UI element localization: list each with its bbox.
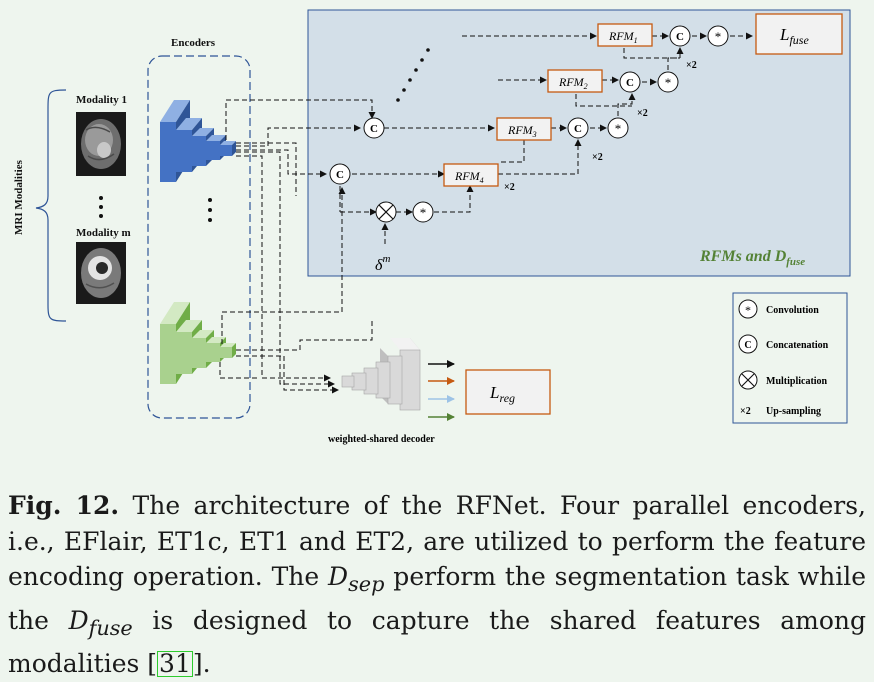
rfm-3-box: RFM3 bbox=[496, 117, 552, 141]
l-fuse-box: Lfuse bbox=[755, 13, 843, 55]
svg-text:*: * bbox=[420, 205, 427, 220]
svg-text:Multiplication: Multiplication bbox=[766, 376, 828, 387]
ref-open: [ bbox=[147, 649, 158, 678]
mri-modalities-label: MRI Modalities bbox=[13, 159, 25, 235]
modality-m-image bbox=[76, 242, 126, 304]
legend-concatenation: C Concatenation bbox=[738, 334, 829, 354]
delta-m-label: δm bbox=[375, 253, 390, 274]
citation-link[interactable]: 31 bbox=[157, 649, 193, 678]
caption-text-3: is designed to capture the shared featur… bbox=[8, 605, 867, 679]
svg-text:Lreg: Lreg bbox=[489, 383, 515, 405]
svg-text:Lfuse: Lfuse bbox=[779, 25, 809, 47]
svg-text:Up-sampling: Up-sampling bbox=[766, 406, 821, 417]
legend-upsampling: ×2 Up-sampling bbox=[740, 406, 821, 417]
multiplication-node bbox=[375, 201, 397, 223]
ref-close: ]. bbox=[192, 649, 211, 678]
legend: * Convolution C Concatenation Multiplica… bbox=[732, 292, 848, 424]
d-sep-main: D bbox=[328, 562, 349, 591]
figure-caption: Fig. 12. The architecture of the RFNet. … bbox=[8, 488, 866, 682]
svg-text:RFM2: RFM2 bbox=[558, 75, 588, 91]
svg-text:C: C bbox=[336, 169, 344, 181]
svg-text:C: C bbox=[676, 31, 684, 43]
decoder-label: weighted-shared decoder bbox=[328, 434, 435, 445]
concat-node-c: C bbox=[567, 117, 589, 139]
svg-text:C: C bbox=[744, 340, 751, 351]
conv-node-c: * bbox=[657, 71, 679, 93]
l-reg-box: Lreg bbox=[465, 369, 551, 415]
upsample-mark-4: ×2 bbox=[504, 182, 515, 193]
legend-multiplication: Multiplication bbox=[738, 370, 828, 390]
rfm-4-box: RFM4 bbox=[443, 163, 499, 187]
d-sep-sub: sep bbox=[348, 572, 385, 596]
diagonal-ellipsis bbox=[396, 48, 430, 102]
concat-node-e: C bbox=[669, 25, 691, 47]
svg-text:C: C bbox=[574, 123, 582, 135]
svg-text:Concatenation: Concatenation bbox=[766, 340, 829, 351]
architecture-diagram: RFMs and Dfuse MRI Modalities Modality 1… bbox=[13, 9, 851, 445]
svg-text:*: * bbox=[665, 75, 672, 90]
vertical-ellipsis-encoders bbox=[208, 198, 212, 222]
modality-1-label: Modality 1 bbox=[76, 94, 127, 106]
svg-text:RFM4: RFM4 bbox=[454, 169, 484, 185]
svg-text:*: * bbox=[615, 121, 622, 136]
upsample-mark-1: ×2 bbox=[686, 60, 697, 71]
rfm-1-box: RFM1 bbox=[597, 23, 653, 47]
modality-1-image bbox=[76, 112, 126, 176]
concat-node-d: C bbox=[619, 71, 641, 93]
svg-text:C: C bbox=[626, 77, 634, 89]
vertical-ellipsis-modalities bbox=[99, 196, 103, 218]
conv-node-d: * bbox=[707, 25, 729, 47]
figure-label: Fig. 12. bbox=[8, 491, 120, 520]
encoder-blue bbox=[160, 100, 236, 182]
conv-node-b: * bbox=[607, 117, 629, 139]
rfm-2-box: RFM2 bbox=[547, 69, 603, 93]
encoder-connections bbox=[219, 99, 376, 394]
svg-text:*: * bbox=[745, 303, 751, 317]
shared-decoder bbox=[341, 338, 421, 411]
concat-node-b: C bbox=[329, 163, 351, 185]
upsample-mark-2: ×2 bbox=[637, 108, 648, 119]
legend-convolution: * Convolution bbox=[738, 299, 819, 319]
modality-m-label: Modality m bbox=[76, 227, 131, 239]
conv-node-a: * bbox=[412, 201, 434, 223]
encoders-box bbox=[147, 55, 251, 419]
svg-text:Convolution: Convolution bbox=[766, 305, 819, 316]
upsample-mark-3: ×2 bbox=[592, 152, 603, 163]
svg-text:*: * bbox=[715, 29, 722, 44]
encoder-green bbox=[160, 302, 236, 384]
encoders-title: Encoders bbox=[171, 37, 216, 49]
rfm-connections bbox=[339, 32, 753, 244]
panel-title: RFMs and Dfuse bbox=[699, 248, 805, 268]
decoder-outputs bbox=[428, 360, 455, 421]
modalities-brace bbox=[35, 89, 67, 322]
svg-text:RFM1: RFM1 bbox=[608, 29, 638, 45]
svg-text:RFM3: RFM3 bbox=[507, 123, 537, 139]
svg-text:×2: ×2 bbox=[740, 406, 751, 417]
concat-node-a: C bbox=[363, 117, 385, 139]
d-fuse-main: D bbox=[68, 605, 89, 635]
caption-text-1: The architecture of the RFNet. Four para… bbox=[8, 491, 867, 591]
svg-text:C: C bbox=[370, 123, 378, 135]
caption-text-2: perform the segmentation task while the bbox=[8, 562, 866, 635]
d-fuse-sub: fuse bbox=[88, 615, 133, 640]
